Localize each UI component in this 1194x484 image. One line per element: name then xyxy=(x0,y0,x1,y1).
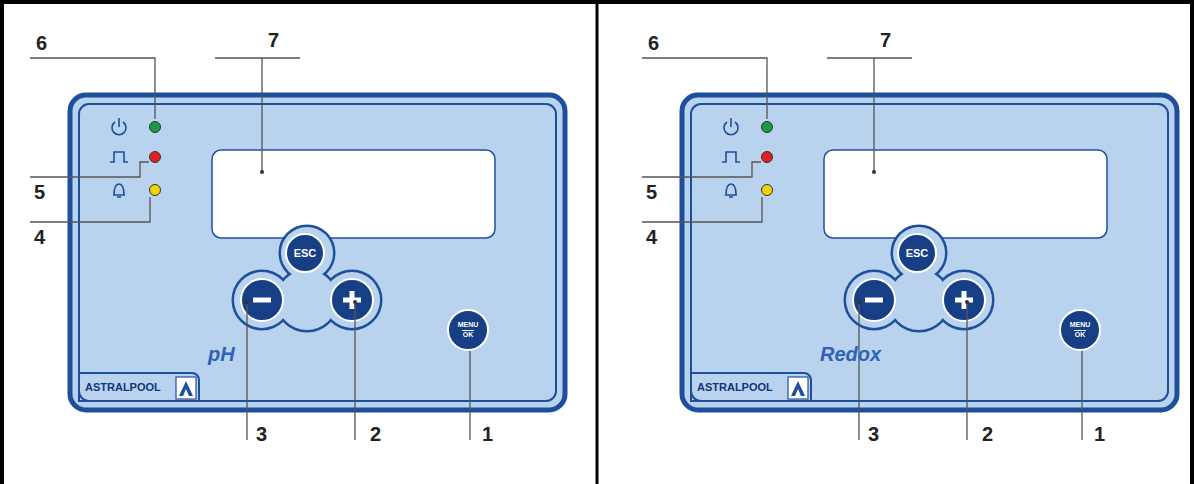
brand-logo: ASTRALPOOL xyxy=(690,372,812,402)
status-icons xyxy=(110,118,128,197)
leader-dot xyxy=(353,300,357,304)
callout-number: 3 xyxy=(256,424,267,444)
button-pad xyxy=(846,227,992,330)
model-name: pH xyxy=(208,343,235,366)
led xyxy=(150,185,161,196)
controller-housing: ASTRALPOOL ESC MENUOK pH xyxy=(70,95,565,410)
callout-number: 4 xyxy=(646,227,657,247)
leader-dot xyxy=(857,300,861,304)
button-label: OK xyxy=(462,330,475,339)
logo-mark xyxy=(176,377,196,399)
leader-dot xyxy=(260,170,264,174)
housing-outline xyxy=(682,95,1177,410)
model-name: Redox xyxy=(820,343,881,366)
panel-drawing xyxy=(30,58,565,440)
callout-number: 4 xyxy=(34,227,45,247)
logo-mark xyxy=(788,377,808,399)
housing-inner-outline xyxy=(79,104,556,401)
callout-number: 7 xyxy=(268,30,279,50)
button-label: ESC xyxy=(906,248,929,259)
callout-number: 2 xyxy=(982,424,993,444)
menu-ok-button: MENUOK xyxy=(447,309,489,351)
callout-number: 6 xyxy=(648,33,659,53)
menu-ok-button: MENUOK xyxy=(1059,309,1101,351)
callout-number: 5 xyxy=(34,182,45,202)
plus-button xyxy=(943,279,985,321)
status-icons xyxy=(722,118,740,197)
callout-number: 6 xyxy=(36,33,47,53)
callout-number: 2 xyxy=(370,424,381,444)
callout-number: 5 xyxy=(646,182,657,202)
button-label: ESC xyxy=(294,248,317,259)
callout-number: 1 xyxy=(1094,424,1105,444)
led xyxy=(762,122,773,133)
lcd-display xyxy=(824,150,1107,238)
leader-lines xyxy=(642,58,1082,440)
brand-name: ASTRALPOOL xyxy=(85,381,161,393)
leader-dot xyxy=(872,170,876,174)
callout-number: 7 xyxy=(880,30,891,50)
logo-triangle xyxy=(179,381,193,396)
housing-inner-outline xyxy=(691,104,1168,401)
leader-dot xyxy=(245,300,249,304)
esc-button: ESC xyxy=(897,233,937,273)
led xyxy=(150,122,161,133)
button-label: OK xyxy=(1074,330,1087,339)
lcd-display xyxy=(212,150,495,238)
leader-dot xyxy=(965,300,969,304)
housing-outline xyxy=(70,95,565,410)
brand-name: ASTRALPOOL xyxy=(697,381,773,393)
button-label: MENU xyxy=(457,321,480,329)
logo-triangle xyxy=(791,381,805,396)
controller-housing: ASTRALPOOL ESC MENUOK Redox xyxy=(682,95,1177,410)
callout-number: 1 xyxy=(482,424,493,444)
callout-number: 3 xyxy=(868,424,879,444)
leader-lines xyxy=(30,58,470,440)
led xyxy=(762,152,773,163)
button-pad xyxy=(234,227,380,330)
panel-drawing xyxy=(642,58,1177,440)
led xyxy=(762,185,773,196)
plus-button xyxy=(331,279,373,321)
esc-button: ESC xyxy=(285,233,325,273)
button-label: MENU xyxy=(1069,321,1092,329)
brand-logo: ASTRALPOOL xyxy=(78,372,200,402)
led xyxy=(150,152,161,163)
